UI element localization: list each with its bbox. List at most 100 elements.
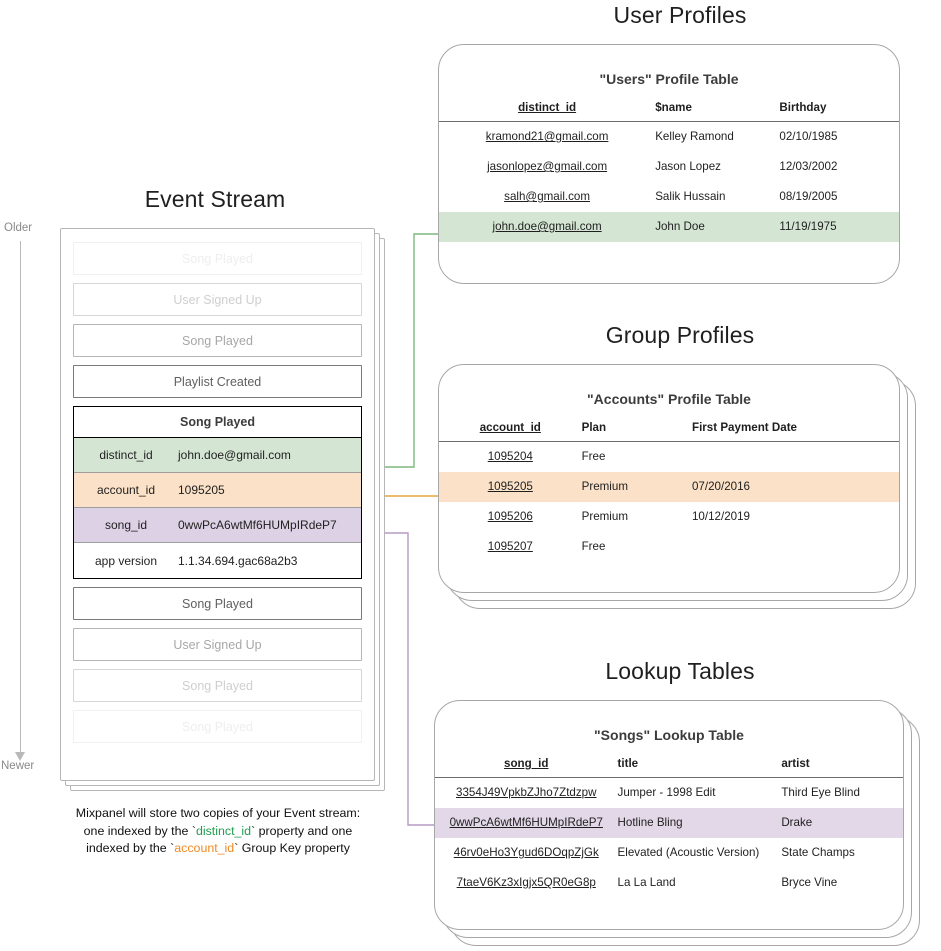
caption-token-account-id: account_id	[174, 841, 235, 856]
event-row[interactable]: Song Played	[73, 242, 362, 275]
caption-line-3: indexed by the `account_id` Group Key pr…	[48, 840, 388, 858]
event-property-value: 1095205	[178, 483, 225, 497]
cell-birthday: 08/19/2005	[779, 190, 838, 203]
table-row-highlighted[interactable]: 1095205 Premium 07/20/2016	[439, 471, 899, 502]
caption-line-2-suffix: ` property and one	[251, 823, 353, 838]
users-card-stack: "Users" Profile Table distinct_id $name …	[438, 44, 918, 288]
table-header-row: distinct_id $name Birthday	[439, 101, 899, 122]
axis-line	[20, 241, 21, 754]
cell-name: John Doe	[655, 211, 780, 242]
event-row[interactable]: Song Played	[73, 669, 362, 702]
table-row[interactable]: 1095204 Free	[439, 442, 899, 472]
table-row[interactable]: 1095207 Free	[439, 532, 899, 562]
event-property-key: distinct_id	[99, 448, 153, 462]
event-stream-title: Event Stream	[144, 186, 286, 212]
accounts-card: "Accounts" Profile Table account_id Plan…	[438, 364, 900, 593]
event-row[interactable]: Song Played	[73, 587, 362, 620]
expanded-event-card[interactable]: Song Played distinct_id john.doe@gmail.c…	[73, 406, 362, 579]
accounts-th-first-payment-date: First Payment Date	[691, 421, 899, 442]
event-property-key: app version	[94, 553, 158, 568]
cell-artist: Third Eye Blind	[781, 786, 860, 800]
cell-title: La La Land	[617, 876, 676, 889]
cell-name: Salik Hussain	[655, 190, 726, 203]
event-row[interactable]: Song Played	[73, 710, 362, 743]
caption-line-3-prefix: indexed by the `	[86, 841, 175, 856]
accounts-table: account_id Plan First Payment Date 10952…	[439, 421, 899, 562]
cell-artist: State Champs	[781, 846, 855, 859]
cell-account-id: 1095205	[439, 471, 582, 502]
cell-artist: Bryce Vine	[781, 876, 838, 889]
event-stream-panel: Song Played User Signed Up Song Played P…	[60, 228, 375, 781]
cell-birthday: 12/03/2002	[779, 160, 838, 173]
caption-line-1: Mixpanel will store two copies of your E…	[75, 806, 361, 820]
cell-birthday: 02/10/1985	[779, 130, 838, 144]
event-row[interactable]: Song Played	[73, 324, 362, 357]
cell-song-id: 0wwPcA6wtMf6HUMpIRdeP7	[435, 807, 618, 838]
table-row[interactable]: kramond21@gmail.com Kelley Ramond 02/10/…	[439, 122, 899, 152]
users-table-title: "Users" Profile Table	[599, 71, 739, 87]
users-card: "Users" Profile Table distinct_id $name …	[438, 44, 900, 284]
cell-title: Jumper - 1998 Edit	[617, 786, 716, 800]
cell-first-payment-date: 07/20/2016	[691, 471, 899, 502]
caption-block: Mixpanel will store two copies of your E…	[48, 805, 388, 858]
axis-label-older: Older	[4, 222, 33, 234]
cell-song-id: 46rv0eHo3Ygud6DOqpZjGk	[453, 846, 599, 859]
table-row[interactable]: 7taeV6Kz3xIgjx5QR0eG8p La La Land Bryce …	[435, 868, 903, 898]
caption-line-2-prefix: one indexed by the `	[83, 823, 196, 838]
cell-first-payment-date	[692, 532, 899, 562]
caption-token-distinct-id: distinct_id	[195, 823, 252, 838]
cell-artist: Drake	[781, 807, 903, 838]
table-row-highlighted[interactable]: john.doe@gmail.com John Doe 11/19/1975	[439, 211, 899, 242]
event-row[interactable]: User Signed Up	[73, 283, 362, 316]
event-property-key: account_id	[96, 483, 156, 497]
cell-plan: Free	[581, 540, 606, 553]
songs-card-stack: "Songs" Lookup Table song_id title artis…	[434, 700, 926, 950]
event-property-key: song_id	[104, 518, 148, 532]
cell-account-id: 1095207	[487, 540, 533, 553]
users-th-name: $name	[655, 101, 780, 122]
accounts-th-account-id: account_id	[439, 421, 582, 442]
accounts-th-plan: Plan	[581, 421, 692, 442]
cell-first-payment-date: 10/12/2019	[691, 510, 751, 523]
caption-line-2: one indexed by the `distinct_id` propert…	[48, 823, 388, 841]
cell-distinct-id: jasonlopez@gmail.com	[487, 160, 608, 173]
event-property-song-id: song_id 0wwPcA6wtMf6HUMpIRdeP7	[74, 508, 361, 543]
expanded-event-name: Song Played	[74, 407, 361, 438]
cell-plan: Premium	[581, 510, 628, 523]
table-row[interactable]: 1095206 Premium 10/12/2019	[439, 502, 899, 532]
cell-name: Jason Lopez	[655, 160, 721, 173]
event-property-value: 0wwPcA6wtMf6HUMpIRdeP7	[178, 518, 337, 532]
axis-label-newer: Newer	[1, 760, 35, 772]
users-th-distinct-id: distinct_id	[439, 101, 656, 122]
table-row-highlighted[interactable]: 0wwPcA6wtMf6HUMpIRdeP7 Hotline Bling Dra…	[435, 807, 903, 838]
songs-th-title: title	[617, 757, 782, 778]
cell-birthday: 11/19/1975	[779, 211, 899, 242]
table-row[interactable]: 46rv0eHo3Ygud6DOqpZjGk Elevated (Acousti…	[435, 838, 903, 868]
songs-th-artist: artist	[781, 757, 903, 778]
cell-plan: Premium	[581, 471, 692, 502]
user-profiles-title: User Profiles	[613, 2, 747, 28]
event-property-value: 1.1.34.694.gac68a2b3	[178, 553, 298, 568]
cell-title: Hotline Bling	[617, 807, 782, 838]
cell-plan: Free	[581, 450, 606, 464]
event-row[interactable]: User Signed Up	[73, 628, 362, 661]
event-property-account-id: account_id 1095205	[74, 473, 361, 508]
cell-distinct-id: kramond21@gmail.com	[485, 130, 609, 144]
table-row[interactable]: jasonlopez@gmail.com Jason Lopez 12/03/2…	[439, 152, 899, 182]
accounts-card-stack: "Accounts" Profile Table account_id Plan…	[438, 364, 923, 614]
table-row[interactable]: salh@gmail.com Salik Hussain 08/19/2005	[439, 182, 899, 212]
users-table: distinct_id $name Birthday kramond21@gma…	[439, 101, 899, 242]
songs-table-title: "Songs" Lookup Table	[594, 727, 744, 743]
cell-title: Elevated (Acoustic Version)	[617, 846, 760, 859]
cell-song-id: 7taeV6Kz3xIgjx5QR0eG8p	[456, 876, 596, 889]
table-row[interactable]: 3354J49VpkbZJho7Ztdzpw Jumper - 1998 Edi…	[435, 778, 903, 808]
axis-arrow-icon	[15, 752, 25, 761]
cell-account-id: 1095206	[487, 510, 533, 523]
event-row[interactable]: Playlist Created	[73, 365, 362, 398]
cell-distinct-id: john.doe@gmail.com	[439, 211, 656, 242]
songs-card: "Songs" Lookup Table song_id title artis…	[434, 700, 904, 930]
songs-th-song-id: song_id	[435, 757, 618, 778]
event-stream-stack: Song Played User Signed Up Song Played P…	[60, 228, 390, 798]
cell-account-id: 1095204	[487, 450, 533, 464]
